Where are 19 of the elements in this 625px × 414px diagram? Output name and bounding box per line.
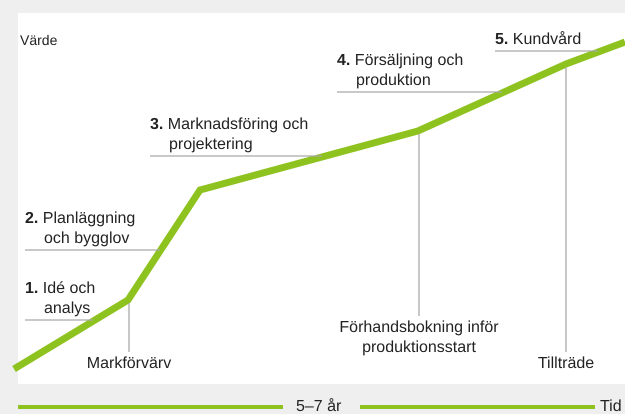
axis-label: Tid (600, 397, 622, 414)
phase-label: 1. Idé och analys (25, 279, 105, 319)
milestone-label: Tillträde (526, 354, 606, 374)
axis-label: Värde (20, 31, 58, 50)
phase-label: 4. Försäljning och produktion (337, 51, 497, 91)
duration-label: 5–7 år (296, 397, 342, 414)
leader-line (418, 134, 420, 316)
phase-label: 3. Marknadsföring och projektering (150, 115, 330, 155)
milestone-label: Markförvärv (74, 354, 184, 374)
leader-line (565, 67, 567, 352)
leader-line (25, 249, 160, 251)
leader-line (25, 319, 93, 321)
phase-label: 5. Kundvård (495, 30, 605, 50)
milestone-label: Förhandsbokning inför produktionsstart (324, 318, 514, 358)
leader-line (337, 91, 502, 93)
leader-line (495, 50, 598, 52)
leader-line (128, 303, 130, 352)
phase-label: 2. Planläggning och bygglov (25, 209, 160, 249)
leader-line (150, 155, 322, 157)
